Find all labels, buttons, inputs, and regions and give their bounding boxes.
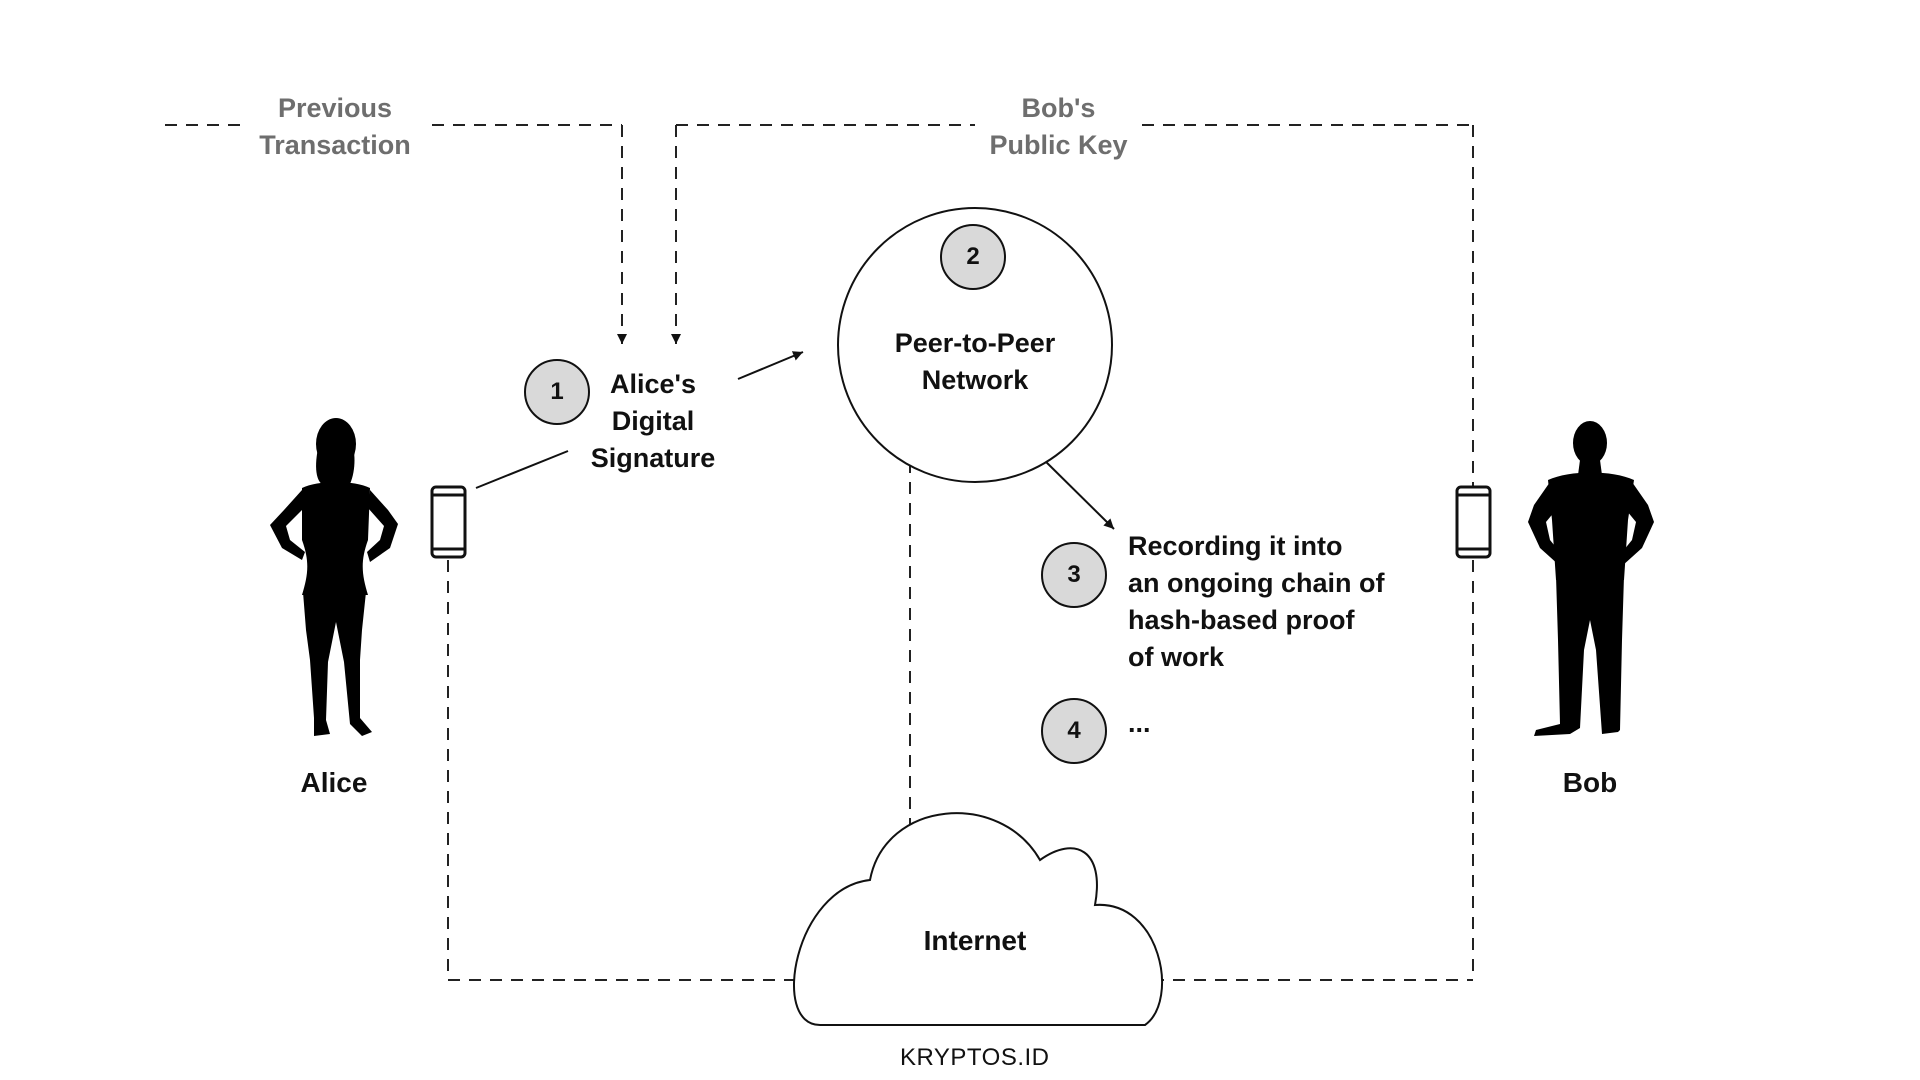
step-4-text: ... <box>1128 708 1151 738</box>
p2p-network-label: Peer-to-Peer Network <box>865 325 1085 399</box>
alice-phone-icon <box>430 485 467 559</box>
previous-transaction-label: Previous Transaction <box>240 90 430 164</box>
previous-transaction-line1: Previous <box>277 93 393 123</box>
recording-line2: an ongoing chain of <box>1128 568 1385 598</box>
cloud-icon <box>792 812 1164 1026</box>
alice-silhouette-icon <box>270 418 398 736</box>
recording-line4: of work <box>1128 642 1225 672</box>
watermark-text: KRYPTOS.ID <box>900 1044 1050 1071</box>
signature-line2: Digital <box>611 406 695 436</box>
bob-phone-icon <box>1455 485 1492 559</box>
signature-line1: Alice's <box>610 369 696 399</box>
bob-label: Bob <box>1562 767 1618 798</box>
step-2-badge: 2 <box>940 224 1006 290</box>
network-to-recording-arrow <box>1036 452 1115 530</box>
solid-connectors <box>475 351 1115 530</box>
internet-label: Internet <box>923 925 1027 956</box>
phone-to-signature-line <box>475 450 569 489</box>
previous-transaction-line2: Transaction <box>259 130 411 160</box>
step-4-badge: 4 <box>1041 698 1107 764</box>
p2p-line2: Network <box>921 365 1029 395</box>
recording-line1: Recording it into <box>1128 531 1343 561</box>
step-3-badge: 3 <box>1041 542 1107 608</box>
step-1-badge: 1 <box>524 359 590 425</box>
p2p-network-circle <box>837 207 1113 483</box>
recording-label: Recording it into an ongoing chain of ha… <box>1128 528 1384 676</box>
bobs-public-key-line1: Bob's <box>1021 93 1096 123</box>
p2p-line1: Peer-to-Peer <box>894 328 1056 358</box>
alice-label: Alice <box>300 767 368 798</box>
signature-line3: Signature <box>590 443 716 473</box>
alices-digital-signature-label: Alice's Digital Signature <box>568 366 738 477</box>
signature-to-network-arrow <box>737 351 804 380</box>
recording-line3: hash-based proof <box>1128 605 1355 635</box>
bobs-public-key-line2: Public Key <box>989 130 1128 160</box>
bob-silhouette-icon <box>1528 421 1654 736</box>
bobs-public-key-label: Bob's Public Key <box>975 90 1142 164</box>
